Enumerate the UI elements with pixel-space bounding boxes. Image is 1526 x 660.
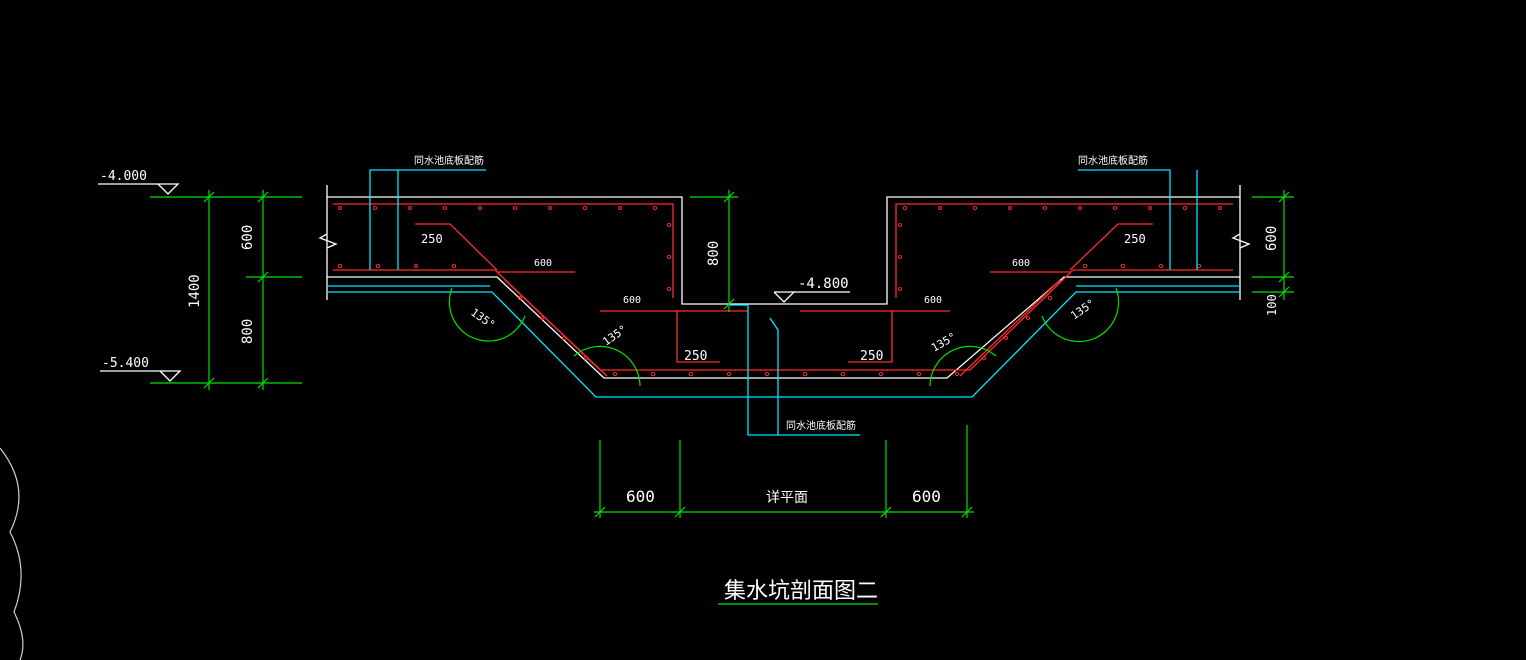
dim-left-upper: 600 xyxy=(240,225,256,250)
rebar-dot xyxy=(1047,295,1053,301)
rebar-dot xyxy=(442,205,448,211)
rebar-dot xyxy=(413,263,419,269)
rebar-dot xyxy=(539,315,545,321)
bar-length-center-right-hook: 250 xyxy=(860,349,883,364)
rebar-dot xyxy=(840,371,846,377)
rebar-dot xyxy=(1082,263,1088,269)
rebar-dot xyxy=(1217,205,1223,211)
rebar-note-right: 同水池底板配筋 xyxy=(1078,154,1148,167)
rebar-dot xyxy=(372,205,378,211)
leaders xyxy=(369,169,1198,436)
slab-outline xyxy=(318,185,1251,379)
elevation-top: -4.000 xyxy=(100,169,147,184)
rebar-dot xyxy=(582,205,588,211)
rebar-dot xyxy=(375,263,381,269)
drawing-title: 集水坑剖面图二 xyxy=(724,579,878,604)
dimension-lines xyxy=(150,190,1294,605)
rebar-dot xyxy=(802,371,808,377)
rebar-dot xyxy=(650,371,656,377)
bar-length-center-left-hook: 250 xyxy=(684,349,707,364)
rebar-dot xyxy=(612,371,618,377)
rebar-dot xyxy=(1007,205,1013,211)
angle-label-right-inner: 135° xyxy=(929,330,958,355)
bar-length-center-left-lap: 600 xyxy=(623,295,641,306)
rebar-dot xyxy=(897,222,903,228)
angle-label-left-inner: 135° xyxy=(600,323,629,349)
rebar-dot xyxy=(1042,205,1048,211)
dim-right-lower: 100 xyxy=(1265,294,1279,316)
rebar-dot xyxy=(878,371,884,377)
rebar-dot xyxy=(937,205,943,211)
rebar-dot xyxy=(972,205,978,211)
dim-left-total: 1400 xyxy=(187,274,203,308)
rebar-note-bottom: 同水池底板配筋 xyxy=(786,419,856,432)
bar-length-center-right-lap: 600 xyxy=(924,295,942,306)
angle-arcs xyxy=(448,287,1120,387)
bar-length-left-hook: 250 xyxy=(421,232,443,246)
angle-label-left-outer: 135° xyxy=(468,306,497,332)
rebar-dot xyxy=(561,335,567,341)
elevation-markers xyxy=(98,183,850,382)
cushion-layer xyxy=(327,285,1240,398)
rebar-dot xyxy=(652,205,658,211)
dim-bottom-right: 600 xyxy=(912,487,941,506)
rebar-dot xyxy=(916,371,922,377)
dim-bottom-left: 600 xyxy=(626,487,655,506)
viewport-edge-arc xyxy=(0,447,24,660)
rebar-dot xyxy=(1003,335,1009,341)
rebar-dot xyxy=(1120,263,1126,269)
rebar-dot xyxy=(1112,205,1118,211)
rebar-dot xyxy=(1196,263,1202,269)
rebar-dot xyxy=(583,355,589,361)
rebar-dot xyxy=(666,286,672,292)
rebar-dot xyxy=(407,205,413,211)
rebar-dot xyxy=(764,371,770,377)
bar-length-right-hook: 250 xyxy=(1124,232,1146,246)
rebar-dot xyxy=(617,205,623,211)
dim-left-lower: 800 xyxy=(240,319,256,344)
rebar-dot xyxy=(451,263,457,269)
rebar-dot xyxy=(1025,315,1031,321)
elevation-pit-floor: -4.800 xyxy=(798,276,849,292)
rebar-dot xyxy=(512,205,518,211)
rebar-dot xyxy=(666,254,672,260)
rebar-dot xyxy=(1182,205,1188,211)
rebar-dot xyxy=(954,371,960,377)
bar-length-right-lap: 600 xyxy=(1012,258,1030,269)
rebar-dot xyxy=(666,222,672,228)
rebar-dot xyxy=(902,205,908,211)
rebar-note-left: 同水池底板配筋 xyxy=(414,154,484,167)
dim-right-upper: 600 xyxy=(1264,226,1280,251)
rebar-dot xyxy=(517,295,523,301)
angle-label-right-outer: 135° xyxy=(1068,297,1097,323)
rebar-dot xyxy=(897,254,903,260)
dim-bottom-middle: 详平面 xyxy=(766,490,808,506)
rebar-dot xyxy=(547,205,553,211)
rebar-dot xyxy=(477,205,483,211)
rebar-dot xyxy=(688,371,694,377)
rebar-dot xyxy=(337,263,343,269)
rebar-dot xyxy=(726,371,732,377)
elevation-bottom: -5.400 xyxy=(102,356,149,371)
rebar-dot xyxy=(1158,263,1164,269)
bar-length-left-lap: 600 xyxy=(534,258,552,269)
rebar-dot xyxy=(981,355,987,361)
rebar-dot xyxy=(1077,205,1083,211)
rebar-dot xyxy=(337,205,343,211)
dim-pit-depth: 800 xyxy=(706,241,722,266)
rebar-dot xyxy=(1147,205,1153,211)
rebar-dot xyxy=(897,286,903,292)
rebar xyxy=(333,203,1233,377)
